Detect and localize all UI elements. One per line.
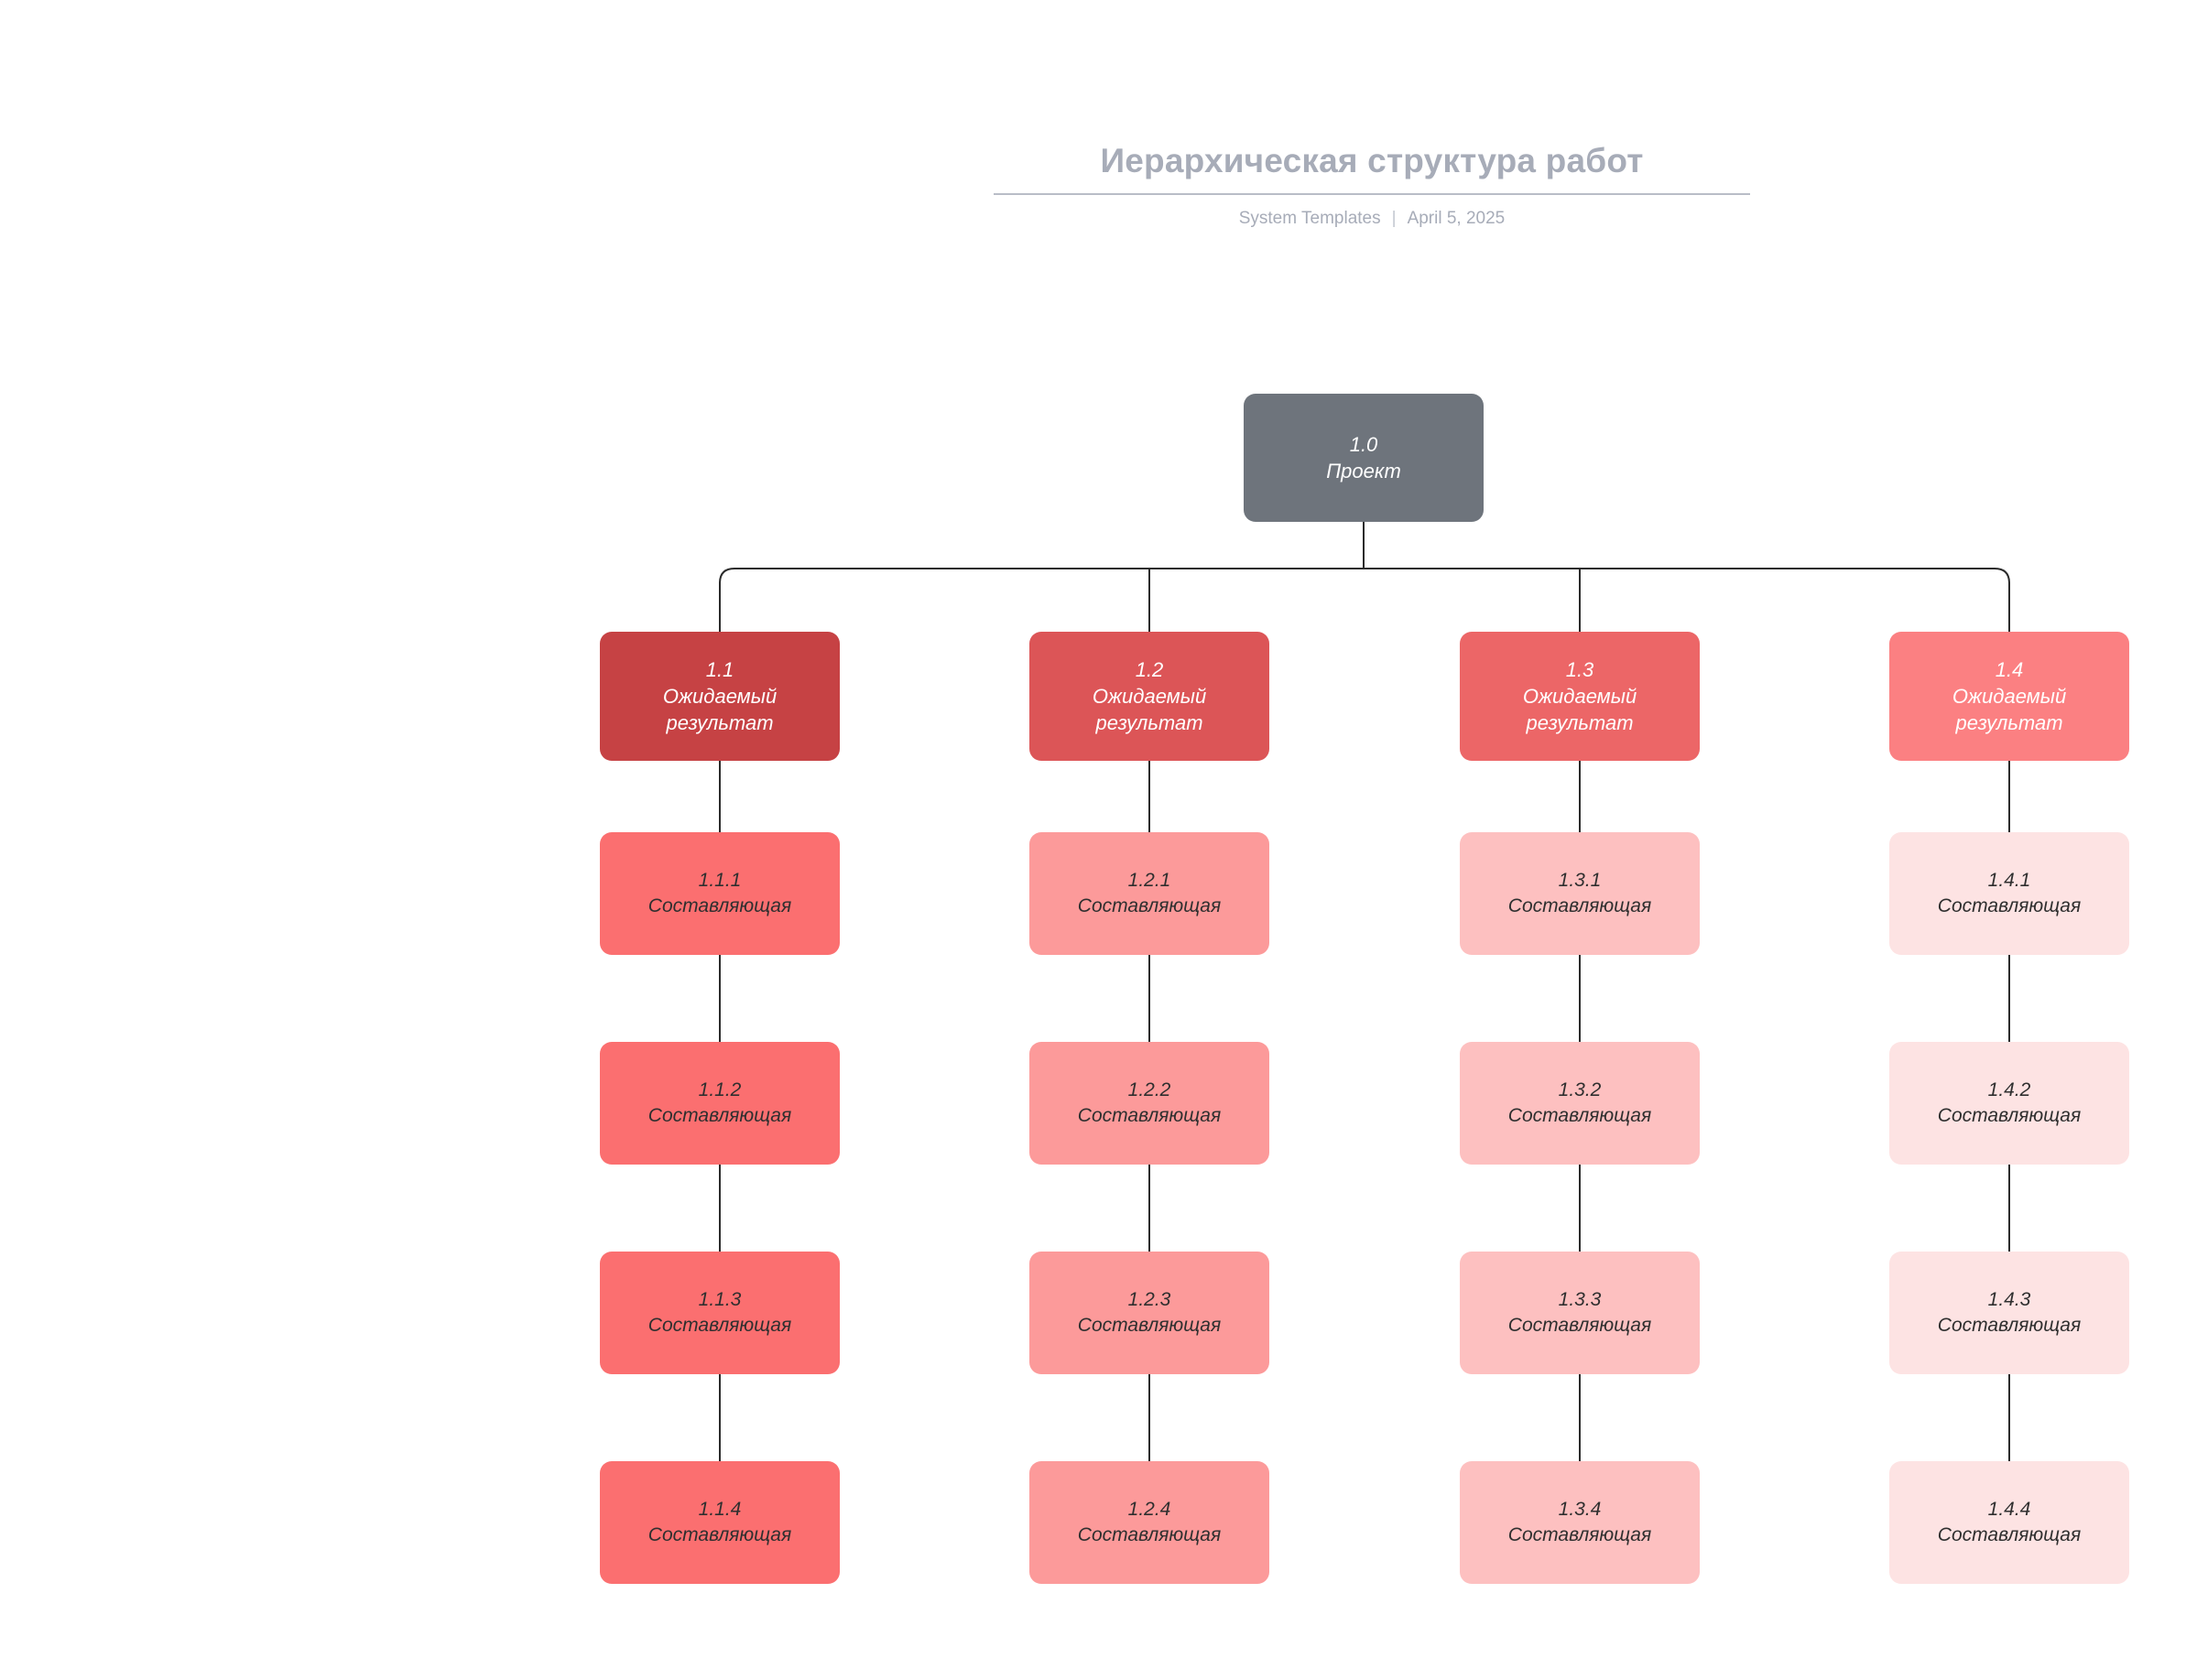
title-divider: [994, 193, 1750, 195]
node-label: Ожидаемый результат: [662, 684, 778, 735]
node-code: 1.1.3: [698, 1289, 742, 1311]
node-code: 1.3.1: [1558, 870, 1602, 892]
node-label: Составляющая: [1077, 1524, 1222, 1545]
connector: [719, 568, 2010, 633]
page-title: Иерархическая структура работ: [1100, 142, 1644, 179]
node-code: 1.4.4: [1987, 1499, 2031, 1521]
page-subtitle: System Templates | April 5, 2025: [994, 209, 1750, 229]
node-code: 1.2.3: [1127, 1289, 1171, 1311]
node-code: 1.4.3: [1987, 1289, 2031, 1311]
node-code: 1.3.4: [1558, 1499, 1602, 1521]
node-label: Составляющая: [1507, 1105, 1652, 1126]
subtitle-separator: |: [1391, 209, 1397, 228]
node-label: Составляющая: [647, 1524, 792, 1545]
node-code: 1.2: [1135, 657, 1164, 681]
node-code: 1.2.1: [1127, 870, 1171, 892]
node-label: Составляющая: [1077, 895, 1222, 916]
subtitle-org: System Templates: [1238, 209, 1381, 228]
node-code: 1.1: [705, 657, 734, 681]
node-label: Составляющая: [1937, 1524, 2082, 1545]
node-code: 1.4: [1995, 657, 2024, 681]
node-label: Составляющая: [647, 895, 792, 916]
node-label: Составляющая: [1937, 1105, 2082, 1126]
node-label: Составляющая: [1507, 895, 1652, 916]
node-code: 1.0: [1349, 432, 1378, 456]
node-code: 1.4.2: [1987, 1079, 2031, 1101]
node-label: Составляющая: [1937, 1315, 2082, 1336]
node-label: Составляющая: [1937, 895, 2082, 916]
subtitle-date: April 5, 2025: [1407, 209, 1506, 228]
node-code: 1.2.4: [1127, 1499, 1171, 1521]
node-label: Составляющая: [1507, 1315, 1652, 1336]
node-label: Ожидаемый результат: [1952, 684, 2067, 735]
node-label: Ожидаемый результат: [1522, 684, 1637, 735]
node-label: Составляющая: [1077, 1315, 1222, 1336]
node-code: 1.3.3: [1558, 1289, 1602, 1311]
node-code: 1.4.1: [1987, 870, 2031, 892]
node-code: 1.2.2: [1127, 1079, 1171, 1101]
node-label: Составляющая: [1507, 1524, 1652, 1545]
node-label: Составляющая: [1077, 1105, 1222, 1126]
node-code: 1.1.1: [698, 870, 742, 892]
node-code: 1.1.2: [698, 1079, 742, 1101]
node-code: 1.1.4: [698, 1499, 742, 1521]
node-code: 1.3.2: [1558, 1079, 1602, 1101]
node-code: 1.3: [1565, 657, 1594, 681]
node-label: Составляющая: [647, 1315, 792, 1336]
node-label: Проект: [1326, 460, 1401, 482]
node-label: Составляющая: [647, 1105, 792, 1126]
node-label: Ожидаемый результат: [1092, 684, 1207, 735]
